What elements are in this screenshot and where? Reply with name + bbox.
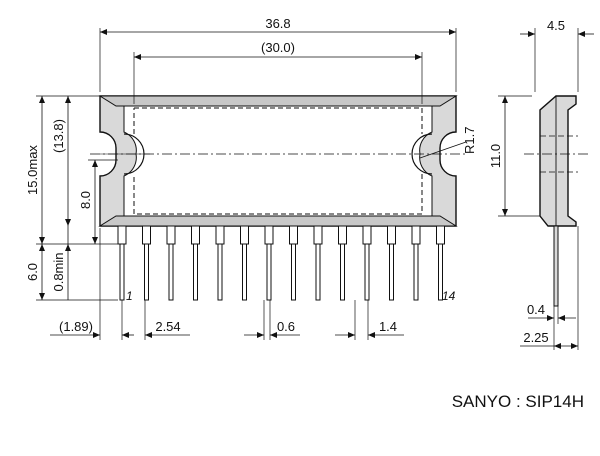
- lead-pin: [315, 243, 321, 301]
- lead-shoulder: [338, 225, 347, 245]
- mounting-hole-right: [411, 133, 433, 175]
- dim-height-max-label: 15.0max: [25, 145, 40, 195]
- lead-shoulder: [117, 225, 127, 245]
- lead-pin: [413, 243, 419, 301]
- lead-pin: [364, 243, 370, 301]
- package-top-face: [98, 95, 458, 107]
- lead-pin: [193, 243, 198, 301]
- lead-pin: [217, 243, 223, 301]
- dim-overall-length-label: 36.8: [265, 16, 290, 31]
- lead-shoulder: [289, 225, 298, 245]
- dim-lead-shoulder-label: 0.8min: [51, 252, 66, 291]
- pin-last-label: 14: [442, 289, 456, 303]
- side-view-body: [539, 95, 577, 227]
- radius-leader: [419, 141, 467, 159]
- dim-pitch-label: 2.54: [155, 319, 180, 334]
- lead-shoulder: [264, 225, 274, 245]
- lead-pin: [144, 243, 149, 301]
- dim-edge-offset-label: (1.89): [59, 319, 93, 334]
- lead-pin: [438, 243, 443, 301]
- lead-shoulder: [166, 225, 176, 245]
- dim-lead-length-label: 6.0: [25, 263, 40, 281]
- dim-lead-width-label: 0.6: [277, 319, 295, 334]
- package-inner-panel: [123, 105, 433, 217]
- dim-side-offset-label: 2.25: [523, 330, 548, 345]
- dim-lead-span-label: 1.4: [379, 319, 397, 334]
- lead-shoulder: [436, 225, 445, 245]
- lead-shoulder: [191, 225, 200, 245]
- lead-pin: [340, 243, 345, 301]
- lead-shoulder: [387, 225, 396, 245]
- dim-inner-length-label: (30.0): [261, 40, 295, 55]
- dim-width-side-label: 4.5: [547, 18, 565, 33]
- dim-lead-thickness-label: 0.4: [527, 302, 545, 317]
- dim-body-height-label: 11.0: [488, 144, 503, 168]
- lead-pin: [119, 243, 125, 301]
- lead-pin: [266, 243, 272, 301]
- pin-first-label: 1: [126, 289, 133, 303]
- heatsink-dashed-outline: [133, 107, 423, 215]
- radius-label: R1.7: [462, 127, 477, 154]
- lead-pin: [168, 243, 174, 301]
- package-bottom-face: [98, 215, 458, 227]
- lead-shoulder: [240, 225, 249, 245]
- lead-pin: [242, 243, 247, 301]
- package-caption: SANYO : SIP14H: [452, 392, 584, 411]
- dim-height-ref-label: (13.8): [51, 119, 66, 153]
- lead-shoulder: [142, 225, 151, 245]
- side-view-lead: [553, 225, 559, 307]
- lead-pin: [291, 243, 296, 301]
- lead-pin: [389, 243, 394, 301]
- lead-shoulder: [215, 225, 225, 245]
- lead-shoulder: [362, 225, 372, 245]
- lead-shoulder: [313, 225, 323, 245]
- leads-group: [117, 225, 445, 301]
- lead-shoulder: [411, 225, 421, 245]
- dim-hole-height-label: 8.0: [78, 191, 93, 209]
